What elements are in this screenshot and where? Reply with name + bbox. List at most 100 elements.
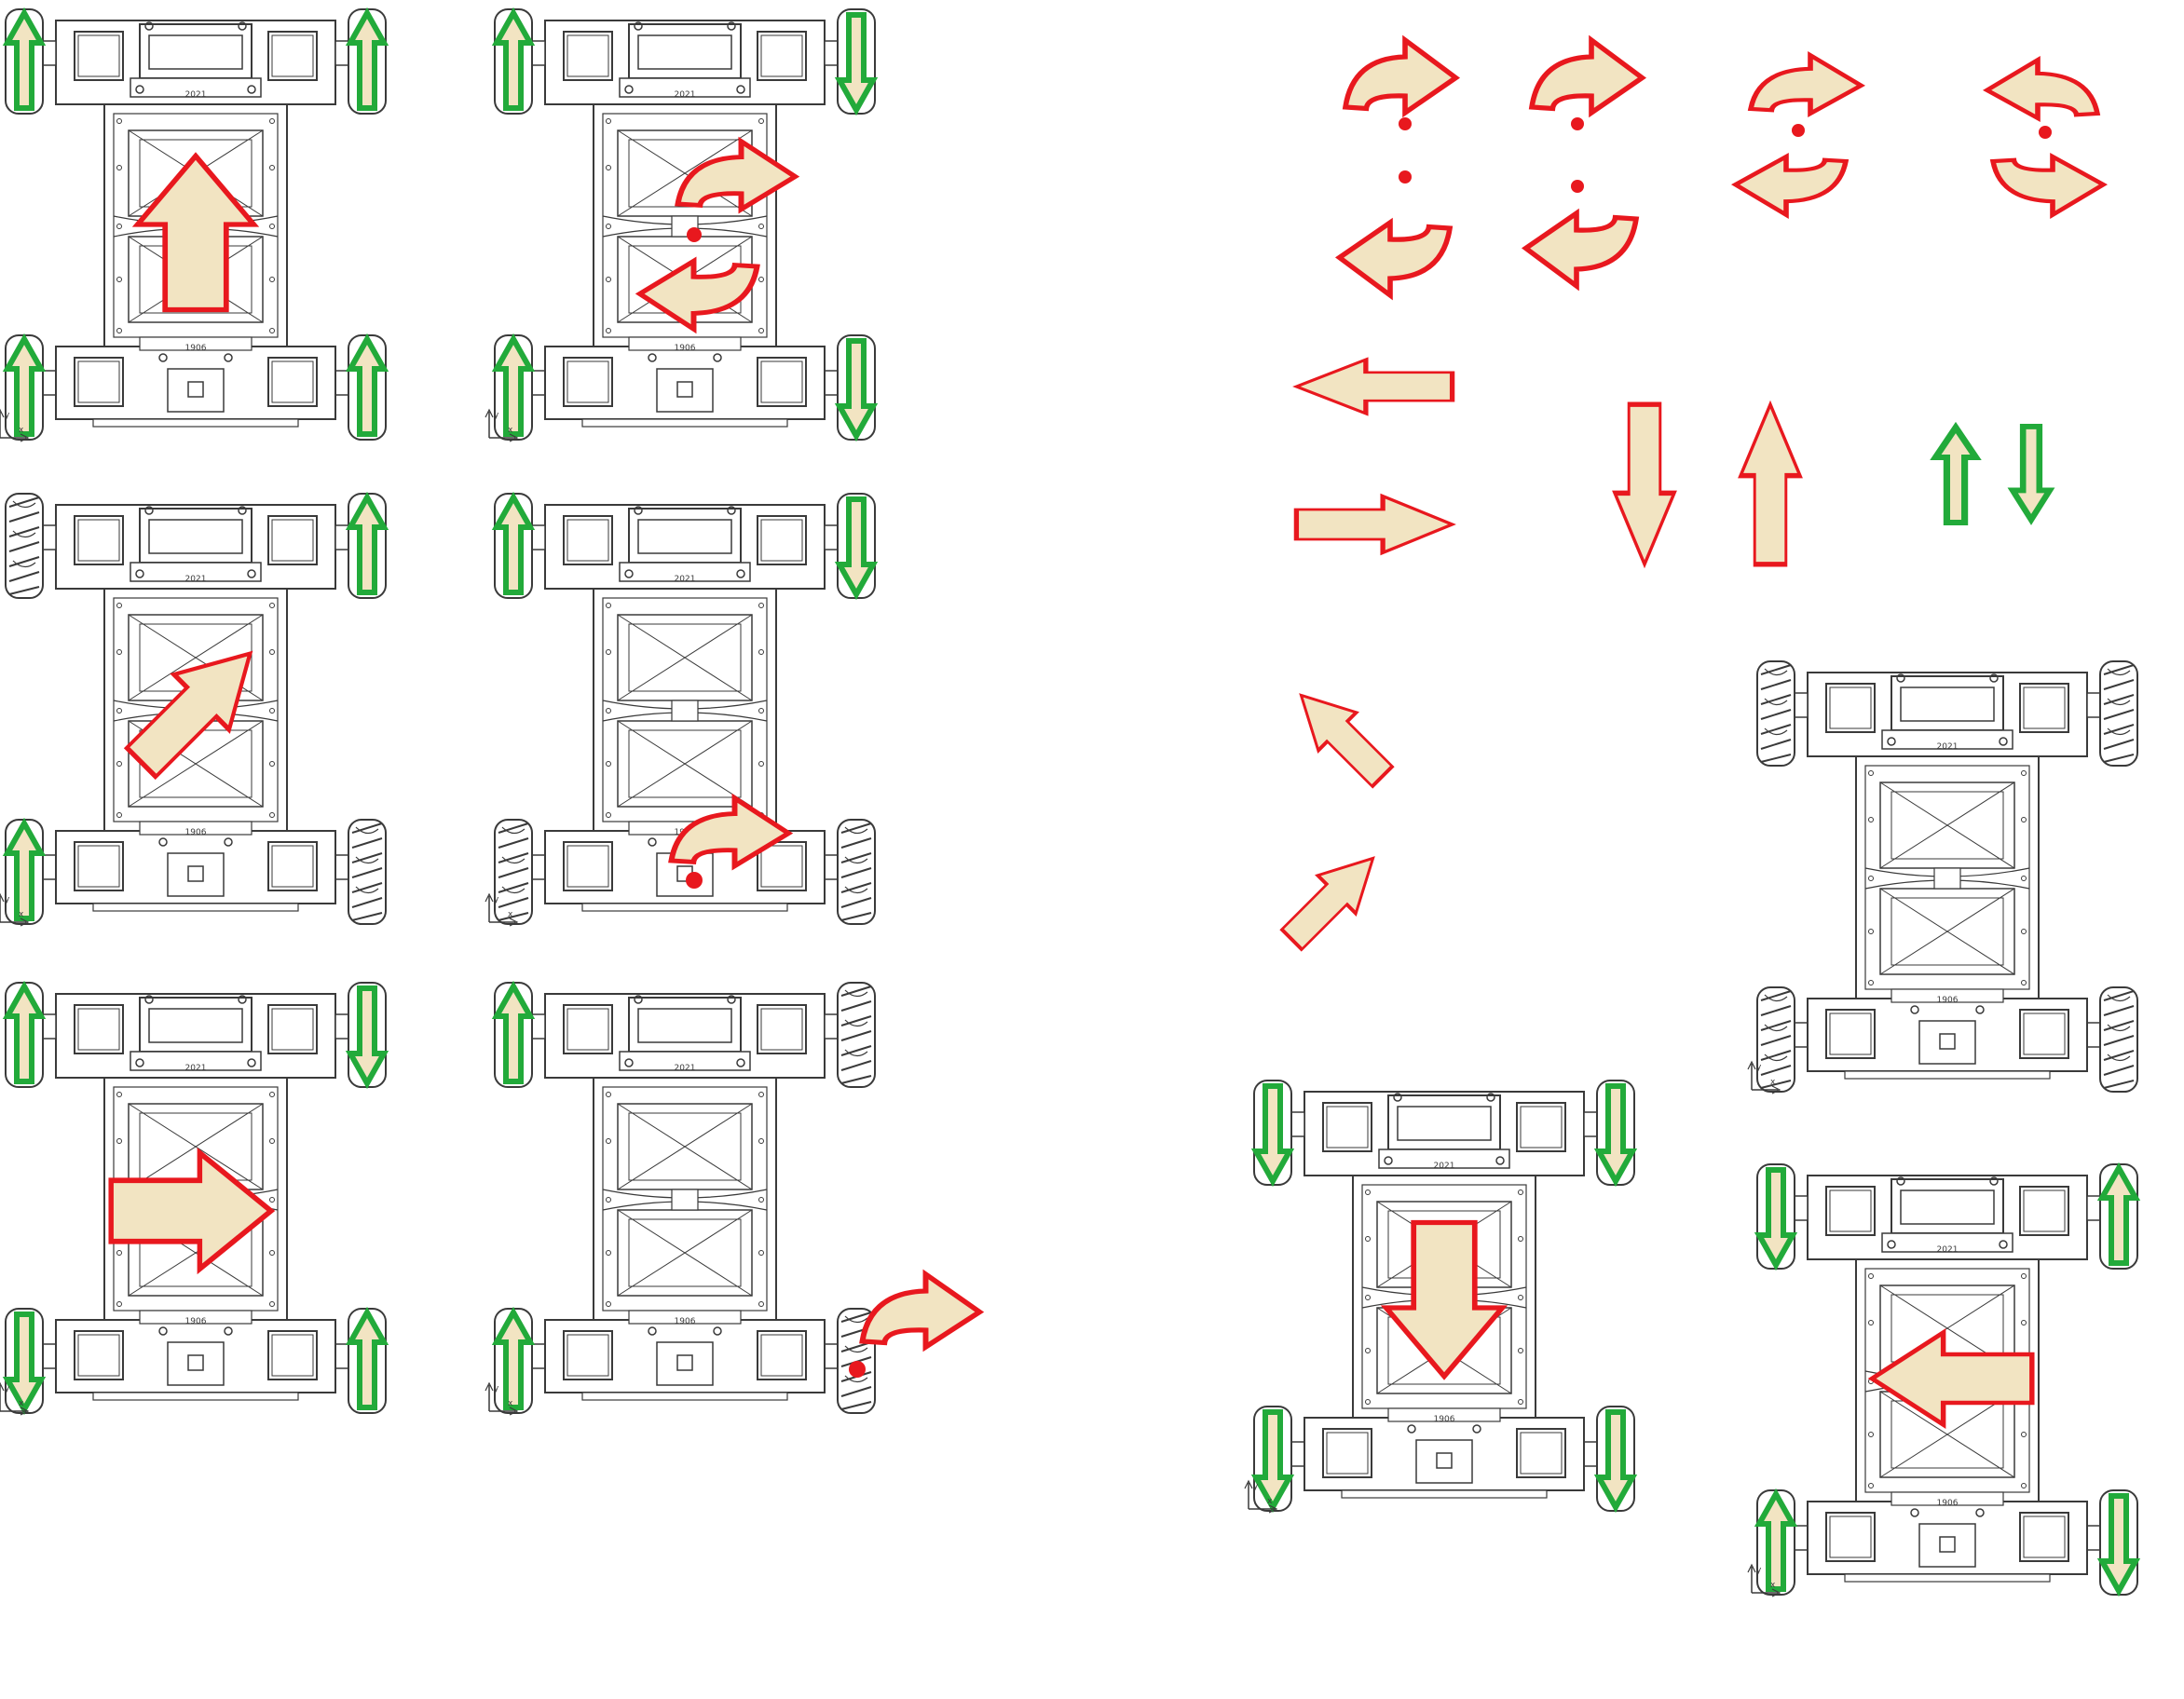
axis-x-label: x — [19, 426, 24, 435]
mecanum-wheel-icon — [838, 820, 875, 924]
front-code: 2021 — [1937, 742, 1959, 752]
axis-y-label: y — [5, 895, 10, 904]
front-code: 2021 — [185, 575, 207, 584]
rotation-center-icon — [1399, 170, 1412, 183]
wheel-2-down — [1254, 1407, 1291, 1511]
axis-y-label: y — [1756, 1063, 1762, 1072]
axis-y-label: y — [5, 411, 10, 420]
wheel-0-up — [6, 983, 43, 1087]
wheel-3-up — [348, 1309, 386, 1413]
axis-x-label: x — [1770, 1078, 1776, 1087]
rotate-pair-right-icon — [1526, 213, 1636, 286]
wheel-0-down — [1757, 1164, 1795, 1269]
rotate-ccw-icon — [1736, 156, 1846, 214]
rear-code: 1906 — [675, 1317, 696, 1326]
wheel-1-down — [1597, 1081, 1634, 1185]
rotation-center-icon — [687, 227, 702, 242]
axis-y-label: y — [494, 411, 499, 420]
arrow-up-icon — [1740, 404, 1800, 564]
diagrams-layer: 20211906yx20211906yx20211906yx20211906yx… — [0, 9, 2137, 1597]
rotate-pair-left-icon — [1345, 40, 1455, 113]
robot-diagram-backward: 20211906yx — [1245, 1081, 1634, 1513]
wheel-2-up — [495, 1309, 532, 1413]
rear-code: 1906 — [1937, 996, 1959, 1005]
chassis-drawing — [526, 20, 843, 427]
wheel-2-tread — [495, 820, 532, 924]
wheel-1-up — [348, 9, 386, 114]
rotation-center-icon — [1571, 117, 1584, 130]
front-code: 2021 — [185, 90, 207, 100]
rotate-ccw-icon — [1751, 55, 1861, 113]
rotation-center-icon — [2039, 126, 2052, 139]
axis-x-label: x — [508, 426, 513, 435]
rotation-center-icon — [849, 1361, 866, 1378]
wheel-2-up — [6, 335, 43, 440]
axis-y-label: y — [494, 1384, 499, 1393]
wheel-1-down — [348, 983, 386, 1087]
rotation-center-icon — [1399, 117, 1412, 130]
mecanum-wheel-icon — [2100, 661, 2137, 766]
wheel-arrow-down-icon — [2013, 427, 2050, 520]
wheel-1-down — [838, 494, 875, 598]
wheel-1-tread — [838, 983, 875, 1087]
rear-code: 1906 — [185, 828, 207, 837]
rotate-cw-icon — [1987, 60, 2097, 117]
arrow-left-icon — [1296, 360, 1452, 414]
wheel-1-up — [2100, 1164, 2137, 1269]
wheel-0-tread — [1757, 661, 1795, 766]
rear-code: 1906 — [185, 344, 207, 353]
chassis-drawing — [1789, 673, 2106, 1079]
mecanum-wheel-icon — [1757, 661, 1795, 766]
arrow-up-right-icon — [1273, 839, 1392, 958]
rotation-center-icon — [1571, 180, 1584, 193]
wheel-3-tread — [348, 820, 386, 924]
robot-diagram-strafe-right: 20211906yx — [0, 983, 386, 1415]
front-code: 2021 — [675, 1064, 696, 1073]
wheel-0-up — [6, 9, 43, 114]
mecanum-wheel-icon — [495, 820, 532, 924]
front-code: 2021 — [1937, 1245, 1959, 1255]
wheel-1-up — [348, 494, 386, 598]
rotate-cw-icon — [1993, 156, 2103, 214]
axis-x-label: x — [1770, 1581, 1776, 1590]
axis-x-label: x — [19, 1399, 24, 1408]
mecanum-wheel-icon — [1757, 987, 1795, 1092]
mecanum-wheel-icon — [348, 820, 386, 924]
rear-code: 1906 — [675, 344, 696, 353]
wheel-3-up — [348, 335, 386, 440]
wheel-0-up — [495, 983, 532, 1087]
wheel-0-down — [1254, 1081, 1291, 1185]
front-code: 2021 — [675, 575, 696, 584]
mecanum-wheel-icon — [6, 494, 43, 598]
rotate-pair-right-icon — [1532, 40, 1642, 113]
robot-diagram-strafe-left: 20211906yx — [1748, 1164, 2137, 1597]
axis-y-label: y — [494, 895, 499, 904]
front-code: 2021 — [1434, 1162, 1455, 1171]
wheel-2-up — [1757, 1490, 1795, 1595]
chassis-drawing — [526, 994, 843, 1400]
front-code: 2021 — [675, 90, 696, 100]
wheel-3-down — [1597, 1407, 1634, 1511]
rotation-center-icon — [1792, 124, 1805, 137]
axis-x-label: x — [19, 910, 24, 919]
wheel-0-tread — [6, 494, 43, 598]
axis-y-label: y — [1756, 1566, 1762, 1575]
robot-diagram-rotate-center: 2021 1906 yx — [485, 9, 875, 442]
arrow-right-icon — [1296, 496, 1452, 553]
wheel-2-down — [6, 1309, 43, 1413]
rotate-pair-left-icon — [1340, 223, 1450, 295]
axis-x-label: x — [1267, 1497, 1273, 1506]
robot-diagram-rotate-rear: 20211906yx — [485, 494, 875, 926]
axis-x-label: x — [508, 910, 513, 919]
wheel-2-up — [6, 820, 43, 924]
wheel-3-down — [2100, 1490, 2137, 1595]
robot-diagram-plain: 2021 1906 yx — [1748, 661, 2137, 1094]
robot-diagram-forward: 2021 1906 yx — [0, 9, 386, 442]
wheel-0-up — [495, 494, 532, 598]
wheel-3-tread — [2100, 987, 2137, 1092]
rotation-center-icon — [686, 872, 703, 889]
mecanum-wheel-icon — [2100, 987, 2137, 1092]
wheel-1-down — [838, 9, 875, 114]
wheel-1-tread — [2100, 661, 2137, 766]
robot-diagram-pivot-wheel: 20211906yx — [485, 983, 979, 1415]
